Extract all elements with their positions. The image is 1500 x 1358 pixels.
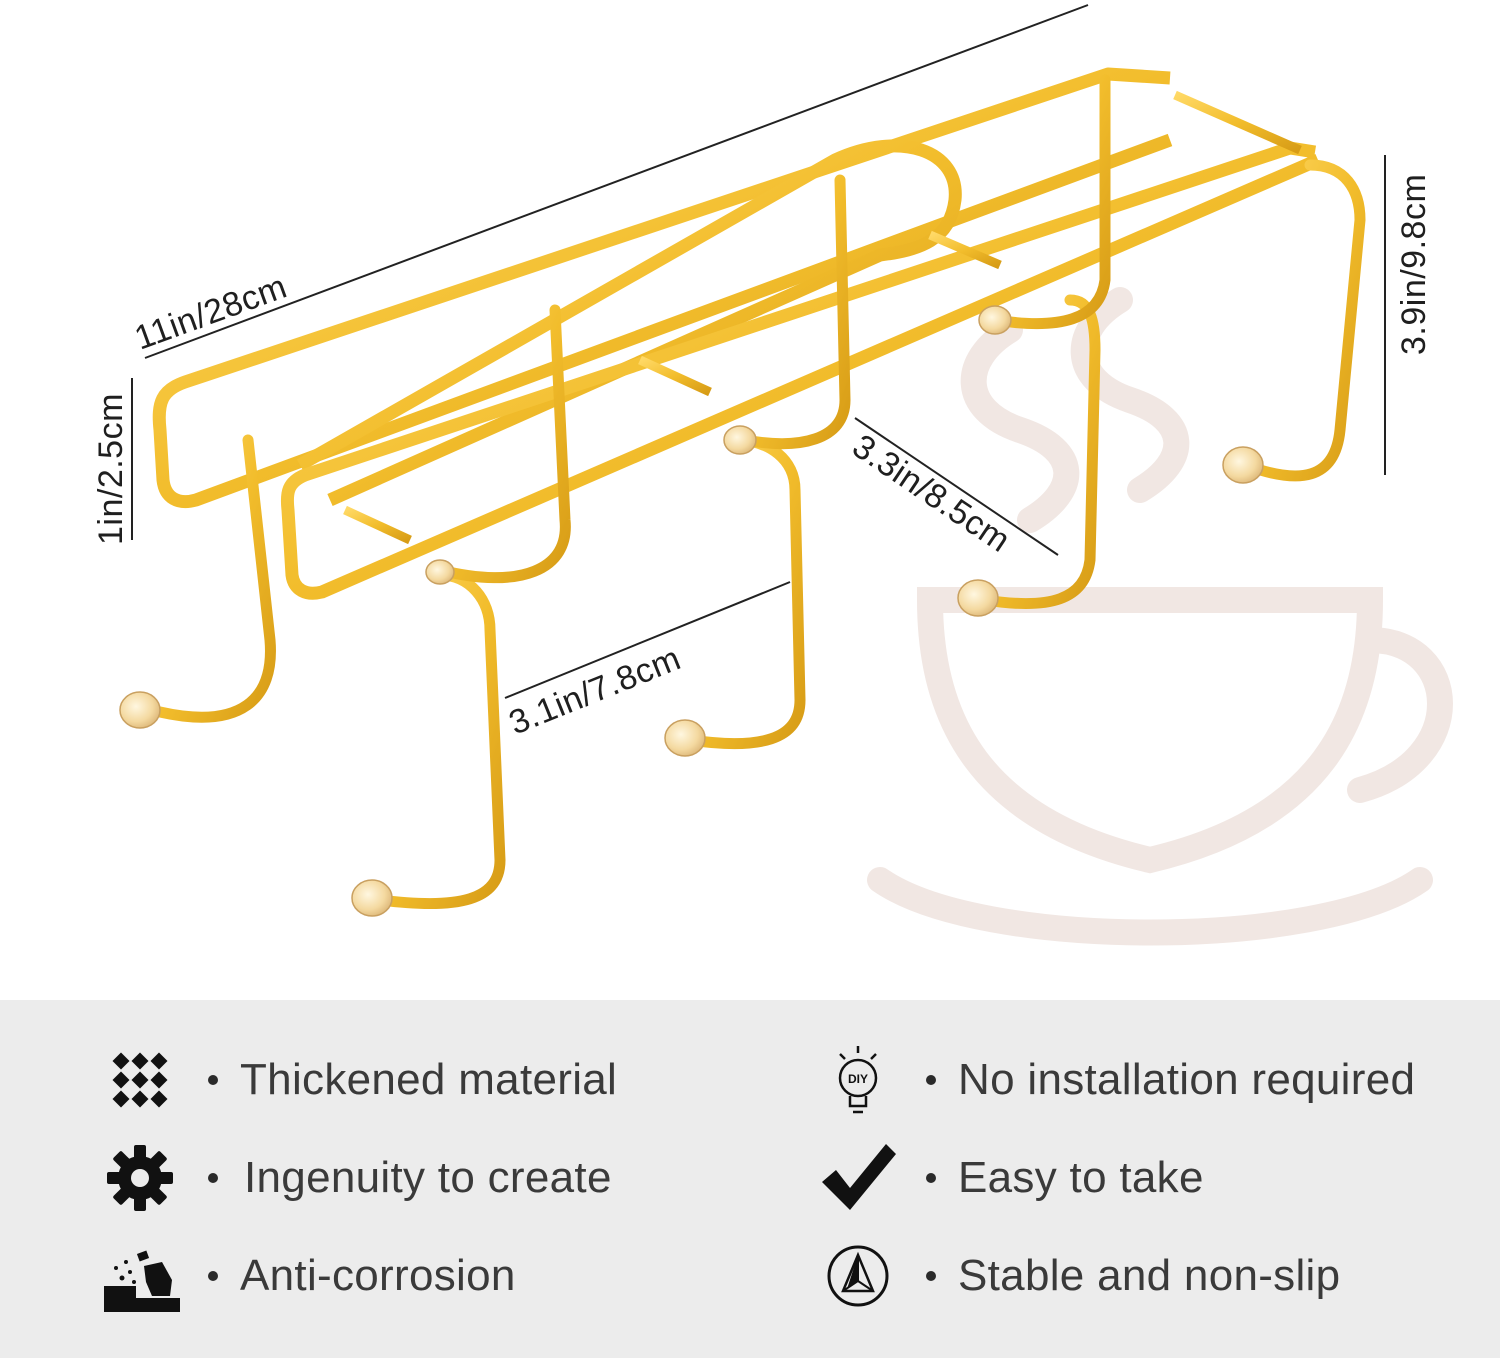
bullet-dot <box>208 1075 218 1085</box>
bullet-dot <box>926 1075 936 1085</box>
bullet-dot <box>208 1271 218 1281</box>
feature-ingenuity: Ingenuity to create <box>100 1138 612 1218</box>
triangle-circle-icon <box>818 1236 898 1316</box>
diamond-grid-icon <box>100 1040 180 1120</box>
feature-anti-corrosion: Anti-corrosion <box>100 1236 516 1316</box>
feature-no-installation: DIY No installation required <box>818 1040 1415 1120</box>
rack-front-rail <box>280 141 1321 600</box>
feature-label: Stable and non-slip <box>958 1251 1341 1300</box>
depth-dimension-label: 3.3in/8.5cm <box>846 427 1018 560</box>
gear-icon <box>100 1138 180 1218</box>
rack-back-rail <box>152 67 1173 509</box>
hook-tips <box>119 305 1264 917</box>
rack-center-loop <box>296 139 962 506</box>
diy-bulb-icon: DIY <box>818 1040 898 1120</box>
feature-stable-non-slip: Stable and non-slip <box>818 1236 1340 1316</box>
coffee-cup-watermark <box>867 287 1453 946</box>
rack-cross-bars <box>343 90 1302 545</box>
dimension-lines <box>131 4 1386 699</box>
bullet-dot <box>926 1173 936 1183</box>
feature-thickened-material: Thickened material <box>100 1040 617 1120</box>
total-height-dimension-label: 3.9in/9.8cm <box>1395 174 1433 355</box>
diy-icon-text: DIY <box>848 1072 868 1086</box>
hook-spacing-dimension-label: 3.1in/7.8cm <box>504 639 686 742</box>
product-image-area: 11in/28cm 1in/2.5cm 3.9in/9.8cm 3.3in/8.… <box>92 4 1453 946</box>
spray-corrosion-icon <box>100 1236 180 1316</box>
features-panel: Thickened material Ingenuity to cr <box>0 1000 1500 1358</box>
bullet-dot <box>926 1271 936 1281</box>
feature-label: Ingenuity to create <box>244 1153 612 1202</box>
feature-label: Easy to take <box>958 1153 1204 1202</box>
product-illustration: 11in/28cm 1in/2.5cm 3.9in/9.8cm 3.3in/8.… <box>92 4 1453 946</box>
feature-label: Anti-corrosion <box>240 1251 516 1300</box>
feature-label: No installation required <box>958 1055 1416 1104</box>
feature-easy-to-take: Easy to take <box>818 1138 1204 1218</box>
feature-label: Thickened material <box>240 1055 618 1104</box>
checkmark-icon <box>818 1138 898 1218</box>
bullet-dot <box>208 1173 218 1183</box>
small-height-dimension-label: 1in/2.5cm <box>92 393 130 545</box>
rack-hooks <box>154 74 1366 910</box>
